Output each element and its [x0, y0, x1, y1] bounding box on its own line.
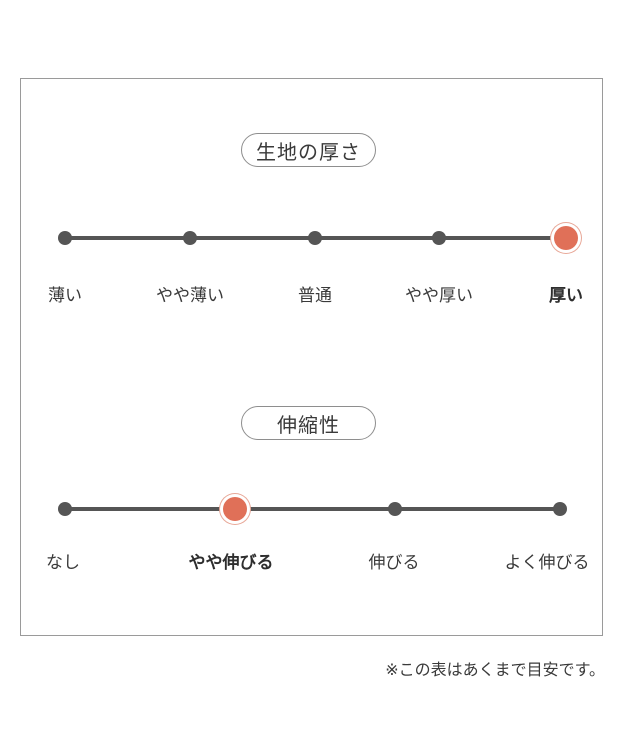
- thickness-label-4-selected: 厚い: [549, 286, 583, 306]
- thickness-dot-2: [308, 231, 322, 245]
- fabric-spec-panel: 生地の厚さ 薄い やや薄い 普通 やや厚い 厚い 伸縮性 なし やや伸びる 伸び…: [20, 78, 603, 636]
- thickness-dot-3: [432, 231, 446, 245]
- stretch-dot-2: [388, 502, 402, 516]
- thickness-dot-1: [183, 231, 197, 245]
- thickness-dot-0: [58, 231, 72, 245]
- stretch-dot-1-selected: [223, 497, 247, 521]
- stretch-title: 伸縮性: [241, 406, 376, 440]
- stretch-label-2: 伸びる: [368, 553, 420, 573]
- stretch-label-1-selected: やや伸びる: [188, 553, 274, 573]
- stretch-dot-0: [58, 502, 72, 516]
- disclaimer-note: ※この表はあくまで目安です。: [385, 660, 605, 679]
- stretch-track: [64, 507, 561, 511]
- stretch-dot-3: [553, 502, 567, 516]
- thickness-label-1: やや薄い: [156, 286, 224, 306]
- thickness-label-0: 薄い: [48, 286, 82, 306]
- thickness-dot-4-selected: [554, 226, 578, 250]
- stretch-label-0: なし: [46, 553, 80, 573]
- thickness-label-2: 普通: [298, 286, 332, 306]
- thickness-label-3: やや厚い: [405, 286, 473, 306]
- thickness-title: 生地の厚さ: [241, 133, 376, 167]
- stretch-label-3: よく伸びる: [504, 553, 590, 573]
